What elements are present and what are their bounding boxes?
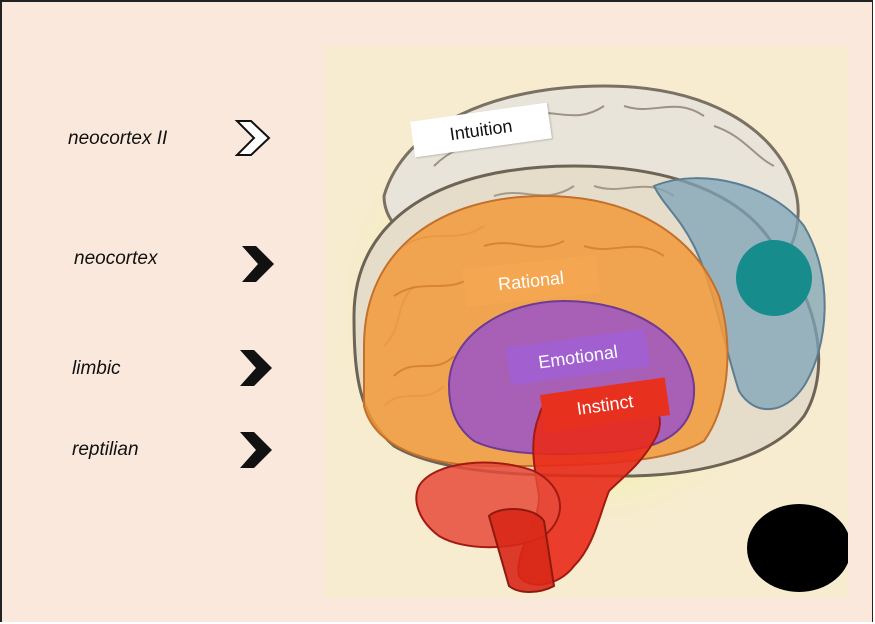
label-reptilian: reptilian (72, 439, 139, 460)
teal-dot (736, 240, 812, 316)
brainstem (487, 508, 556, 593)
brain-illustration: Intuition Rational Emotional Instinct (324, 46, 848, 598)
frontal-lobe (652, 177, 826, 411)
rational-label: Rational (497, 267, 565, 295)
chevron-icon-limbic (240, 350, 272, 386)
intuition-label: Intuition (448, 115, 514, 145)
hollow-chevron-icon (234, 120, 271, 156)
label-neocortex-ii: neocortex II (68, 128, 168, 149)
label-neocortex: neocortex (74, 248, 158, 269)
emotional-label: Emotional (536, 341, 620, 373)
brain-drawing (324, 71, 848, 593)
label-limbic: limbic (72, 358, 121, 379)
chevron-icon-reptilian (240, 432, 272, 468)
chevron-icon-neocortex (242, 246, 274, 282)
instinct-label: Instinct (575, 391, 635, 419)
black-dot (747, 504, 848, 592)
